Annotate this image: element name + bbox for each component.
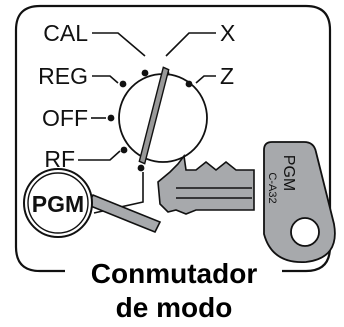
label-x: X — [220, 20, 235, 46]
leader-rf — [78, 150, 121, 161]
magnifier-lens-inner — [27, 172, 89, 234]
key-hole — [290, 217, 320, 247]
leader-reg — [92, 75, 119, 84]
label-cal: CAL — [43, 20, 88, 46]
leader-cal — [92, 32, 146, 57]
dot-reg — [119, 80, 127, 88]
frame-border — [14, 4, 332, 273]
label-pgm: PGM — [32, 191, 84, 217]
switch-pointer — [138, 66, 170, 165]
label-off: OFF — [42, 105, 88, 131]
leader-x — [165, 32, 216, 57]
key-blade — [157, 153, 255, 215]
dot-pgm — [137, 164, 145, 172]
caption-line2: de modo — [116, 292, 233, 323]
dot-off — [107, 114, 115, 122]
magnifier-handle — [86, 193, 162, 234]
magnifier-icon: PGM — [23, 168, 162, 238]
label-reg: REG — [38, 63, 88, 89]
pgm-key-icon: PGM C-A32 — [157, 141, 336, 263]
dot-rf — [120, 146, 128, 154]
label-z: Z — [220, 63, 234, 89]
dot-z — [185, 80, 193, 88]
key-label: PGM — [280, 155, 297, 191]
label-rf: RF — [44, 146, 75, 172]
caption-line1: Conmutador — [91, 258, 258, 289]
key-code: C-A32 — [266, 172, 278, 203]
leader-z — [195, 75, 216, 84]
dot-cal — [141, 69, 149, 77]
